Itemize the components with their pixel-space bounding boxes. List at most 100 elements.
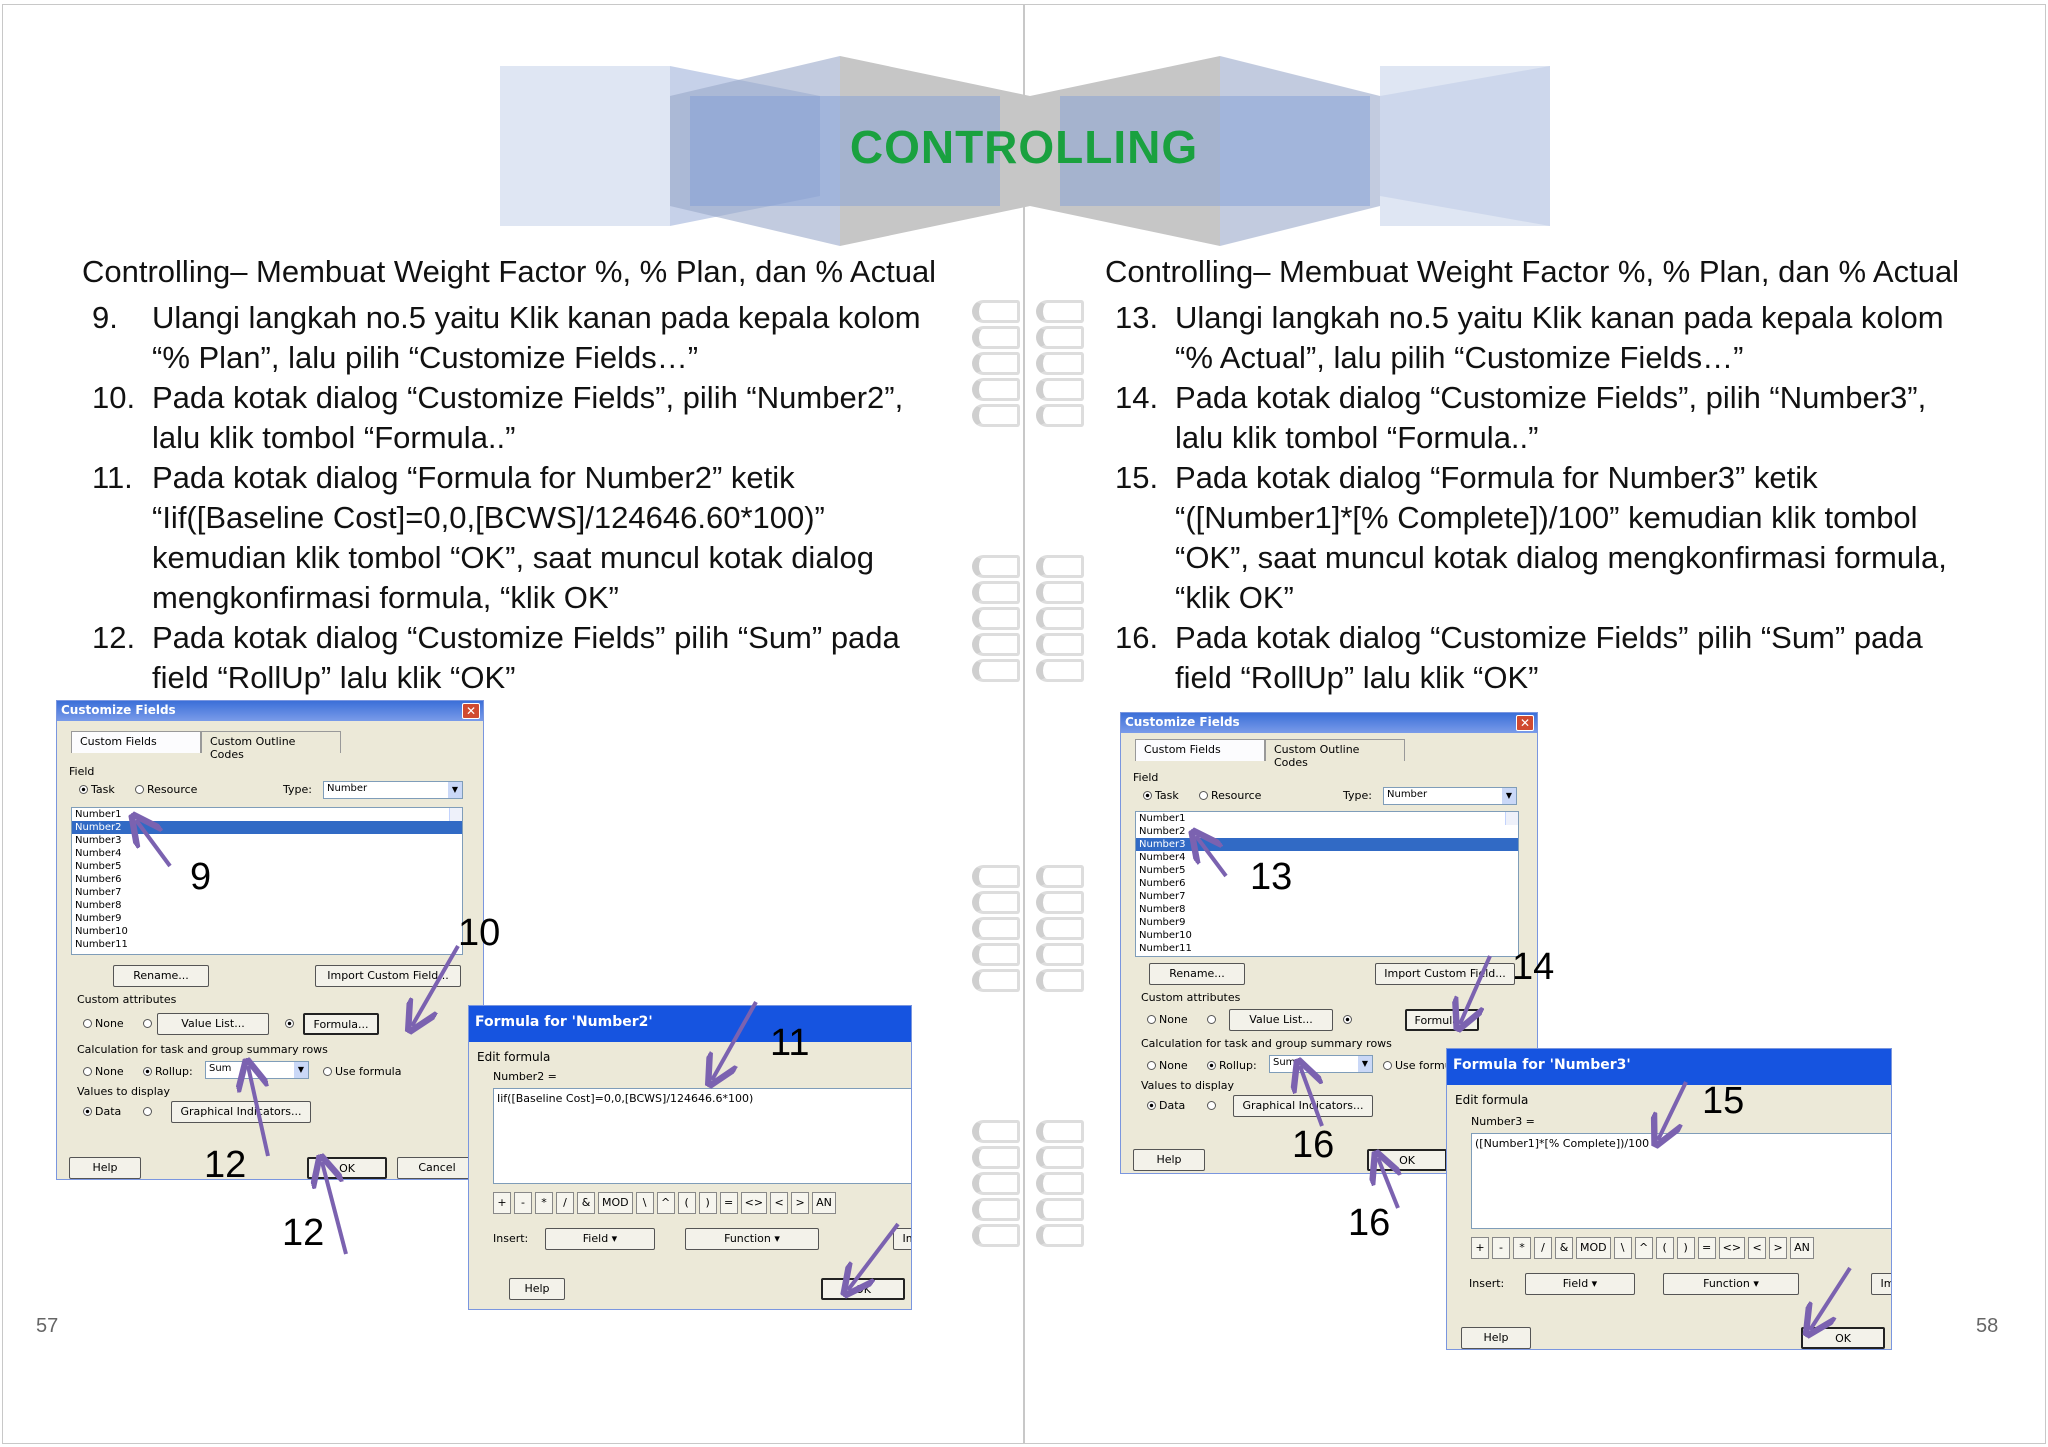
tab-custom-outline-codes[interactable]: Custom Outline Codes (1265, 739, 1405, 769)
int-divide-button[interactable]: \ (1613, 1237, 1632, 1259)
import-button[interactable]: Imp (893, 1228, 911, 1250)
rename-button[interactable]: Rename... (1149, 963, 1245, 985)
resource-radio[interactable]: Resource (135, 783, 197, 796)
ok-button[interactable]: OK (1367, 1149, 1447, 1171)
equals-button[interactable]: = (719, 1192, 738, 1214)
formula-button[interactable]: Formula... (1405, 1009, 1479, 1031)
list-item[interactable]: Number11 (75, 939, 128, 950)
greater-than-button[interactable]: > (791, 1192, 810, 1214)
task-radio[interactable]: Task (1143, 789, 1179, 802)
and-button[interactable]: AN (812, 1192, 836, 1214)
list-item[interactable]: Number1 (1139, 813, 1186, 824)
formula-input[interactable]: Iif([Baseline Cost]=0,0,[BCWS]/124646.6*… (493, 1088, 911, 1184)
ok-button[interactable]: OK (821, 1278, 905, 1300)
mod-button[interactable]: MOD (1576, 1237, 1611, 1259)
help-button[interactable]: Help (509, 1278, 565, 1300)
list-item-selected[interactable]: Number2 (72, 821, 462, 834)
list-item[interactable]: Number5 (75, 861, 122, 872)
rollup-select[interactable]: Sum▼ (1269, 1055, 1373, 1073)
list-item[interactable]: Number7 (1139, 891, 1186, 902)
not-equal-button[interactable]: <> (740, 1192, 768, 1214)
tab-custom-fields[interactable]: Custom Fields (1135, 739, 1265, 761)
formula-button[interactable]: Formula... (303, 1013, 379, 1035)
list-item[interactable]: Number10 (75, 926, 128, 937)
minus-button[interactable]: - (514, 1192, 532, 1214)
list-item[interactable]: Number9 (1139, 917, 1186, 928)
task-radio[interactable]: Task (79, 783, 115, 796)
list-item[interactable]: Number8 (1139, 904, 1186, 915)
int-divide-button[interactable]: \ (635, 1192, 654, 1214)
use-formula-radio[interactable]: Use formula (1383, 1059, 1461, 1072)
concat-button[interactable]: & (577, 1192, 595, 1214)
data-radio[interactable]: Data (1147, 1099, 1185, 1112)
close-paren-button[interactable]: ) (698, 1192, 717, 1214)
scrollbar[interactable] (1505, 812, 1518, 825)
graphical-indicators-button[interactable]: Graphical Indicators... (1233, 1095, 1373, 1117)
import-custom-field-button[interactable]: Import Custom Field... (315, 965, 461, 987)
rollup-radio[interactable]: Rollup: (143, 1065, 193, 1078)
import-button[interactable]: Imp (1871, 1273, 1891, 1295)
function-dropdown-button[interactable]: Function ▾ (685, 1228, 819, 1250)
divide-button[interactable]: / (1534, 1237, 1552, 1259)
formula-radio[interactable] (1343, 1013, 1355, 1026)
multiply-button[interactable]: * (535, 1192, 553, 1214)
list-item[interactable]: Number6 (75, 874, 122, 885)
and-button[interactable]: AN (1790, 1237, 1814, 1259)
help-button[interactable]: Help (1461, 1327, 1531, 1349)
close-icon[interactable]: ✕ (462, 703, 480, 719)
greater-than-button[interactable]: > (1769, 1237, 1788, 1259)
graphical-radio[interactable] (1207, 1099, 1219, 1112)
not-equal-button[interactable]: <> (1718, 1237, 1746, 1259)
none-radio[interactable]: None (83, 1017, 124, 1030)
list-item[interactable]: Number4 (1139, 852, 1186, 863)
open-paren-button[interactable]: ( (677, 1192, 696, 1214)
less-than-button[interactable]: < (1748, 1237, 1767, 1259)
import-custom-field-button[interactable]: Import Custom Field... (1375, 963, 1515, 985)
value-list-radio[interactable] (1207, 1013, 1219, 1026)
multiply-button[interactable]: * (1513, 1237, 1531, 1259)
power-button[interactable]: ^ (656, 1192, 675, 1214)
rollup-radio[interactable]: Rollup: (1207, 1059, 1257, 1072)
list-item[interactable]: Number4 (75, 848, 122, 859)
field-dropdown-button[interactable]: Field ▾ (1525, 1273, 1635, 1295)
tab-custom-fields[interactable]: Custom Fields (71, 731, 201, 753)
list-item[interactable]: Number3 (75, 835, 122, 846)
concat-button[interactable]: & (1555, 1237, 1573, 1259)
list-item[interactable]: Number7 (75, 887, 122, 898)
list-item[interactable]: Number11 (1139, 943, 1192, 954)
type-select[interactable]: Number▼ (323, 781, 463, 799)
rollup-select[interactable]: Sum▼ (205, 1061, 309, 1079)
list-item[interactable]: Number1 (75, 809, 122, 820)
use-formula-radio[interactable]: Use formula (323, 1065, 401, 1078)
value-list-button[interactable]: Value List... (1229, 1009, 1333, 1031)
list-item-selected[interactable]: Number3 (1136, 838, 1518, 851)
less-than-button[interactable]: < (770, 1192, 789, 1214)
ok-button[interactable]: OK (307, 1157, 387, 1179)
formula-radio[interactable] (285, 1017, 297, 1030)
list-item[interactable]: Number10 (1139, 930, 1192, 941)
list-item[interactable]: Number9 (75, 913, 122, 924)
function-dropdown-button[interactable]: Function ▾ (1663, 1273, 1799, 1295)
list-item[interactable]: Number6 (1139, 878, 1186, 889)
divide-button[interactable]: / (556, 1192, 574, 1214)
none-radio[interactable]: None (1147, 1013, 1188, 1026)
help-button[interactable]: Help (1133, 1149, 1205, 1171)
field-list[interactable]: Number1 Number2 Number3 Number4 Number5 … (71, 807, 463, 955)
value-list-radio[interactable] (143, 1017, 155, 1030)
help-button[interactable]: Help (69, 1157, 141, 1179)
none-radio[interactable]: None (1147, 1059, 1188, 1072)
cancel-button[interactable]: Cancel (397, 1157, 477, 1179)
graphical-radio[interactable] (143, 1105, 155, 1118)
resource-radio[interactable]: Resource (1199, 789, 1261, 802)
list-item[interactable]: Number5 (1139, 865, 1186, 876)
close-paren-button[interactable]: ) (1676, 1237, 1695, 1259)
none-radio[interactable]: None (83, 1065, 124, 1078)
tab-custom-outline-codes[interactable]: Custom Outline Codes (201, 731, 341, 761)
type-select[interactable]: Number▼ (1383, 787, 1517, 805)
plus-button[interactable]: + (1471, 1237, 1489, 1259)
plus-button[interactable]: + (493, 1192, 511, 1214)
open-paren-button[interactable]: ( (1655, 1237, 1674, 1259)
power-button[interactable]: ^ (1634, 1237, 1653, 1259)
list-item[interactable]: Number2 (1139, 826, 1186, 837)
value-list-button[interactable]: Value List... (157, 1013, 269, 1035)
